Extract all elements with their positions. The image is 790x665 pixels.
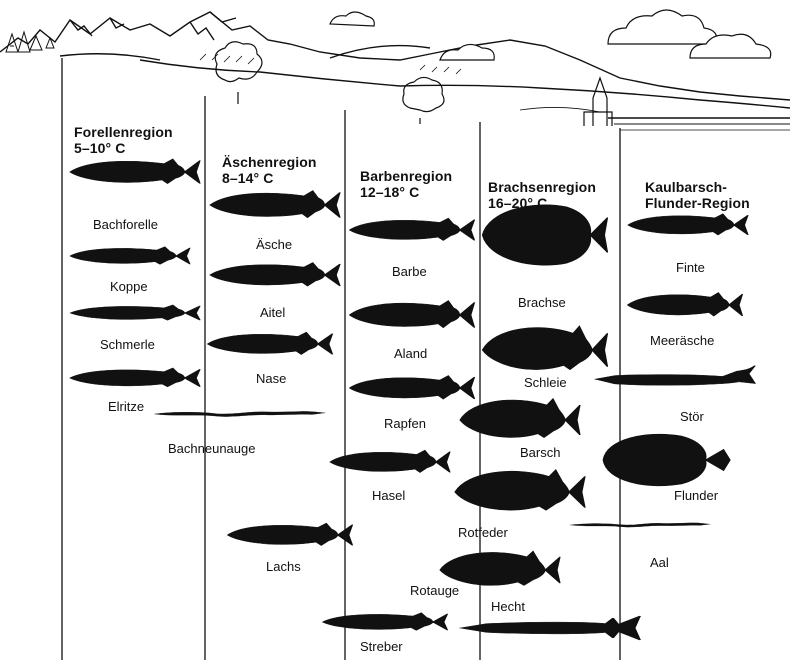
church-tower-icon bbox=[584, 78, 612, 126]
fish-label-rotauge: Rotauge bbox=[410, 584, 459, 598]
koppe-fish-icon bbox=[70, 247, 190, 265]
region-temperature: 8–14° C bbox=[222, 170, 317, 186]
region-title-forellen: Forellenregion 5–10° C bbox=[74, 108, 173, 172]
finte-fish-icon bbox=[628, 214, 748, 235]
fish-label-stoer: Stör bbox=[680, 410, 704, 424]
fish-label-aal: Aal bbox=[650, 556, 669, 570]
aitel-fish-icon bbox=[210, 263, 340, 286]
fish-label-brachse: Brachse bbox=[518, 296, 566, 310]
rotauge-fish-icon bbox=[440, 551, 560, 585]
region-name: Kaulbarsch- Flunder-Region bbox=[645, 179, 750, 211]
region-temperature: 16–20° C bbox=[488, 195, 596, 211]
region-title-barben: Barbenregion 12–18° C bbox=[360, 152, 452, 216]
fish-label-streber: Streber bbox=[360, 640, 403, 654]
bachneunauge-fish-icon bbox=[155, 411, 325, 416]
region-temperature: 5–10° C bbox=[74, 140, 173, 156]
fish-label-barbe: Barbe bbox=[392, 265, 427, 279]
region-title-brachsen: Brachsenregion 16–20° C bbox=[488, 163, 596, 227]
region-name: Brachsenregion bbox=[488, 179, 596, 195]
cloud-icons bbox=[330, 10, 771, 60]
fish-label-finte: Finte bbox=[676, 261, 705, 275]
fish-label-aesche: Äsche bbox=[256, 238, 292, 252]
fish-label-rotfeder: Rotfeder bbox=[458, 526, 508, 540]
flunder-fish-icon bbox=[603, 434, 730, 486]
streber-fish-icon bbox=[323, 613, 448, 631]
schleie-fish-icon bbox=[483, 326, 608, 369]
fish-label-hecht: Hecht bbox=[491, 600, 525, 614]
elritze-fish-icon bbox=[70, 368, 200, 387]
barsch-fish-icon bbox=[460, 399, 580, 438]
region-temperature: 12–18° C bbox=[360, 184, 452, 200]
aland-fish-icon bbox=[350, 301, 475, 328]
region-title-aeschen: Äschenregion 8–14° C bbox=[222, 138, 317, 202]
region-name: Äschenregion bbox=[222, 154, 317, 170]
fish-label-barsch: Barsch bbox=[520, 446, 560, 460]
fish-label-bachneunauge: Bachneunauge bbox=[168, 442, 255, 456]
meeraesche-fish-icon bbox=[628, 293, 743, 316]
fish-label-koppe: Koppe bbox=[110, 280, 148, 294]
fish-label-meeraesche: Meeräsche bbox=[650, 334, 714, 348]
fish-label-nase: Nase bbox=[256, 372, 286, 386]
stoer-fish-icon bbox=[595, 366, 755, 386]
fish-label-schmerle: Schmerle bbox=[100, 338, 155, 352]
fish-label-flunder: Flunder bbox=[674, 489, 718, 503]
fish-label-aitel: Aitel bbox=[260, 306, 285, 320]
fish-label-aland: Aland bbox=[394, 347, 427, 361]
rotfeder-fish-icon bbox=[455, 470, 585, 510]
region-name: Barbenregion bbox=[360, 168, 452, 184]
hasel-fish-icon bbox=[330, 450, 450, 472]
fish-label-elritze: Elritze bbox=[108, 400, 144, 414]
fish-label-bachforelle: Bachforelle bbox=[93, 218, 158, 232]
barbe-fish-icon bbox=[350, 218, 475, 240]
region-title-kaulbarsch-flunder: Kaulbarsch- Flunder-Region bbox=[645, 163, 750, 211]
schmerle-fish-icon bbox=[70, 305, 200, 320]
rapfen-fish-icon bbox=[350, 376, 475, 399]
fish-label-rapfen: Rapfen bbox=[384, 417, 426, 431]
nase-fish-icon bbox=[208, 332, 333, 354]
fish-label-schleie: Schleie bbox=[524, 376, 567, 390]
region-name: Forellenregion bbox=[74, 124, 173, 140]
fish-label-lachs: Lachs bbox=[266, 560, 301, 574]
fish-label-hasel: Hasel bbox=[372, 489, 405, 503]
hecht-fish-icon bbox=[460, 616, 640, 640]
lachs-fish-icon bbox=[228, 523, 353, 545]
riverbank-lines bbox=[520, 107, 790, 130]
aal-fish-icon bbox=[570, 523, 710, 527]
